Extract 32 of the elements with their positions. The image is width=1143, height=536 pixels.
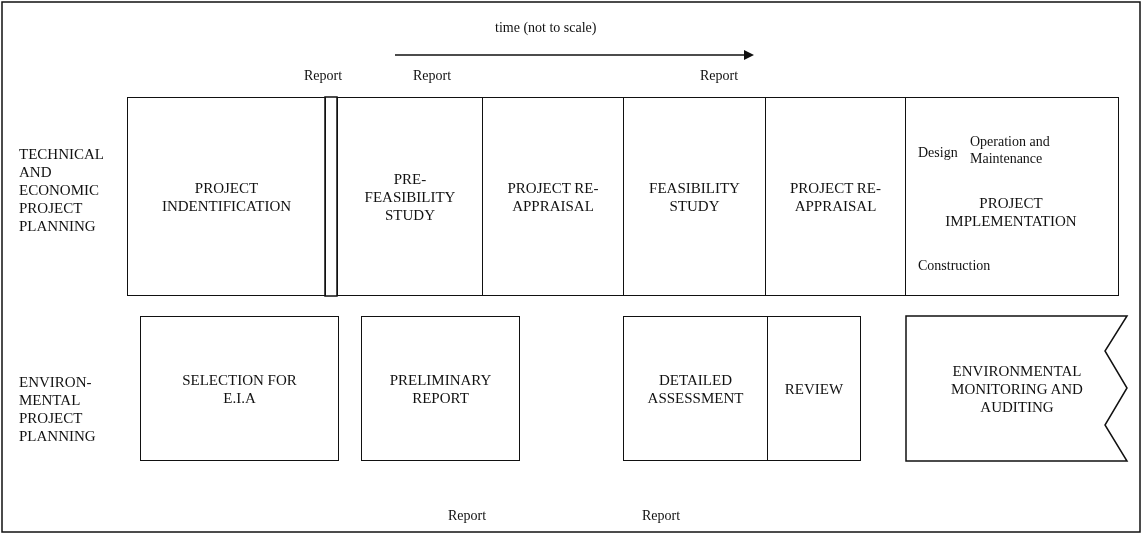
time-label: time (not to scale) [495,20,597,37]
report-label: Report [642,508,681,525]
stage-box [905,97,1119,296]
stage-label: SELECTION FOR E.I.A [181,370,298,407]
stage-box [623,97,766,296]
stage-box [337,97,483,296]
stage-box [767,316,861,461]
report-label: Report [413,68,452,85]
stage-label: REVIEW [784,379,844,398]
stage-label: PROJECT IMPLEMENTATION [944,194,1078,230]
stage-label: ENVIRONMENTAL MONITORING AND AUDITING [950,361,1084,416]
report-label: Report [304,68,343,85]
activity-label: Construction [918,258,992,275]
stage-label: PROJECT RE- APPRAISAL [789,178,882,215]
stage-box [482,97,624,296]
report-label: Report [700,68,739,85]
stage-box [623,316,768,461]
stage-box [140,316,339,461]
stage-box [127,97,326,296]
report-label: Report [448,508,487,525]
stage-label: PROJECT RE- APPRAISAL [506,178,600,215]
stage-box [361,316,520,461]
row-label: TECHNICAL AND ECONOMIC PROJECT PLANNING [19,145,105,235]
stage-label: PRELIMINARY REPORT [388,370,493,407]
stage-label: PRE- FEASIBILITY STUDY [363,169,457,224]
row-label: ENVIRON- MENTAL PROJECT PLANNING [19,373,97,445]
stage-label: FEASIBILITY STUDY [648,178,741,215]
stage-box [765,97,906,296]
stage-label: PROJECT INDENTIFICATION [160,178,293,215]
flag-shape [906,316,1128,461]
stage-label: DETAILED ASSESSMENT [646,370,745,407]
activity-label: Operation and Maintenance [970,134,1051,168]
